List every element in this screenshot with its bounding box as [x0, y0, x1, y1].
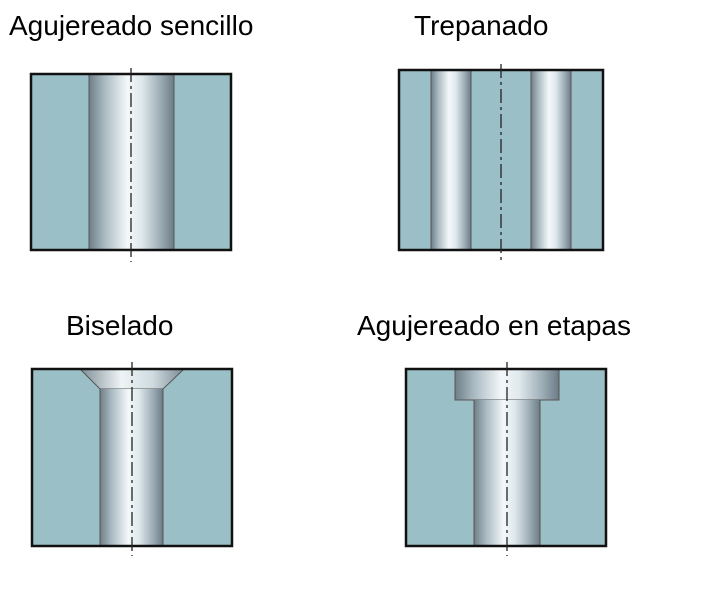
annular-groove-right — [531, 70, 571, 250]
step-drilling-figure — [404, 362, 608, 556]
title-chamfering: Biselado — [66, 310, 174, 341]
chamfering-figure — [30, 362, 234, 556]
trepanning-figure — [397, 64, 605, 262]
annular-groove-left — [431, 70, 471, 250]
simple-drilling-figure — [29, 68, 233, 262]
title-simple-drilling: Agujereado sencillo — [9, 10, 254, 41]
title-step-drilling: Agujereado en etapas — [357, 310, 631, 341]
title-trepanning: Trepanado — [414, 10, 549, 41]
